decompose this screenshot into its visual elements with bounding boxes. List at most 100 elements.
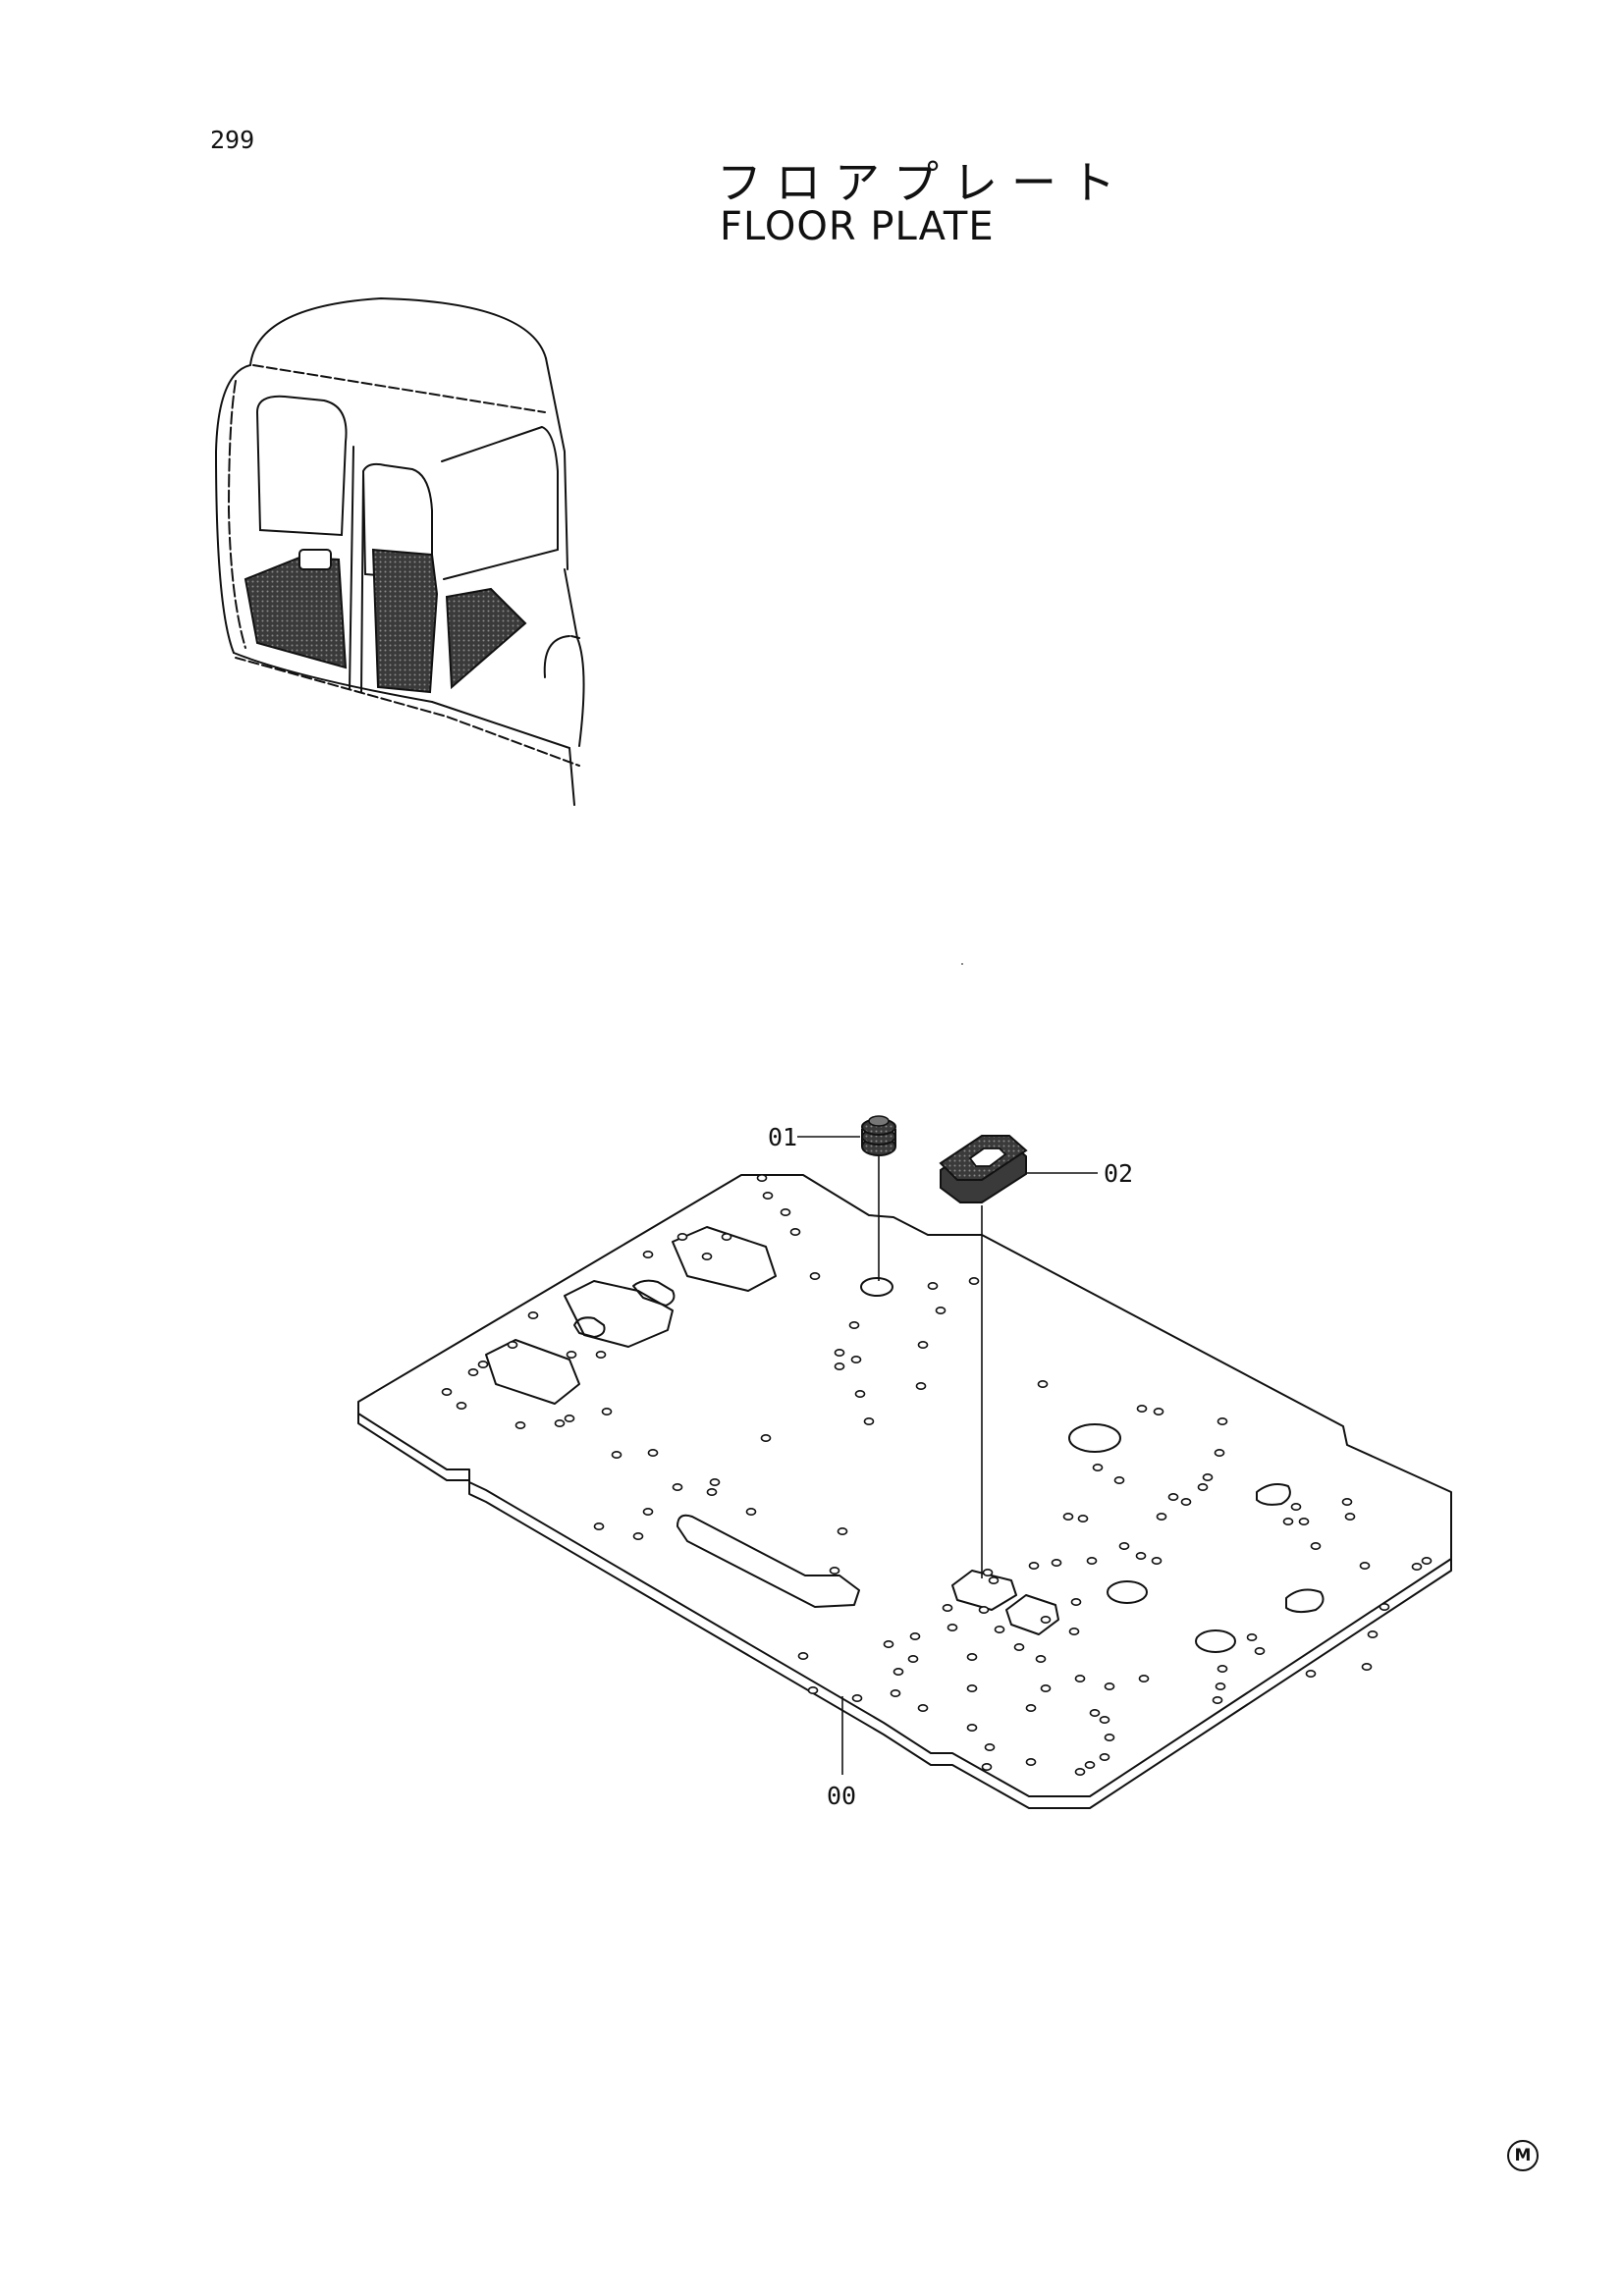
plate-hole [527, 1311, 539, 1320]
plate-hole [1153, 1408, 1164, 1416]
plate-hole [907, 1655, 919, 1664]
floor-plate-drawing [357, 1174, 1452, 1809]
cab-location-icon [214, 296, 585, 806]
plate-hole [1104, 1682, 1115, 1691]
plate-hole [611, 1451, 622, 1460]
plate-hole [1290, 1503, 1302, 1512]
page-title-english: FLOOR PLATE [720, 204, 995, 249]
plate-hole [890, 1689, 901, 1698]
plate-hole [554, 1419, 566, 1428]
plate-hole [756, 1174, 768, 1183]
plate-hole [837, 1527, 848, 1536]
plate-hole [968, 1277, 980, 1286]
corner-mark: M [1507, 2140, 1539, 2171]
plate-hole [1051, 1559, 1062, 1568]
plate-hole [1092, 1464, 1104, 1472]
plate-hole [1167, 1493, 1179, 1502]
plate-hole [1086, 1557, 1098, 1566]
plate-hole [642, 1508, 654, 1517]
plate-hole [1212, 1696, 1223, 1705]
page-title-japanese: フロアプレート [717, 156, 1129, 209]
plate-hole [1118, 1542, 1130, 1551]
plate-hole [706, 1488, 718, 1497]
plate-hole [1062, 1513, 1074, 1522]
plate-hole [1040, 1684, 1052, 1693]
plate-hole [676, 1233, 688, 1242]
plate-hole [507, 1341, 518, 1350]
plate-hole [1367, 1630, 1379, 1639]
plate-hole [988, 1576, 1000, 1585]
plate-hole [982, 1569, 994, 1577]
plate-hole [477, 1361, 489, 1369]
plate-hole [1246, 1633, 1258, 1642]
plate-hole [1135, 1552, 1147, 1561]
plate-hole [1077, 1515, 1089, 1523]
plate-hole [863, 1417, 875, 1426]
plate-hole [566, 1351, 577, 1360]
plate-hole [848, 1321, 860, 1330]
plate-hole [1214, 1449, 1225, 1458]
plate-hole [1099, 1753, 1110, 1762]
plate-hole [1298, 1518, 1310, 1526]
plate-hole [1254, 1647, 1266, 1656]
plate-hole [595, 1351, 607, 1360]
plate-hole [1074, 1675, 1086, 1683]
plate-hole [854, 1390, 866, 1399]
plate-hole [978, 1606, 990, 1615]
plate-hole [721, 1233, 732, 1242]
plate-hole [647, 1449, 659, 1458]
plate-hole [672, 1483, 683, 1492]
plate-hole [1025, 1758, 1037, 1767]
plate-hole [1089, 1709, 1101, 1718]
plate-hole [789, 1228, 801, 1237]
plate-hole [966, 1684, 978, 1693]
plate-hole [745, 1508, 757, 1517]
plate-hole [1025, 1704, 1037, 1713]
round-grommet-icon [861, 1115, 896, 1156]
plate-hole [1028, 1562, 1040, 1571]
plate-hole [1070, 1598, 1082, 1607]
plate-hole [966, 1653, 978, 1662]
plate-hole [797, 1652, 809, 1661]
plate-hole [917, 1704, 929, 1713]
plate-hole [1411, 1563, 1423, 1572]
plate-hole [1040, 1616, 1052, 1625]
plate-hole [935, 1307, 947, 1315]
plate-hole [966, 1724, 978, 1733]
plate-hole [1344, 1513, 1356, 1522]
plate-small-holes [441, 1174, 1433, 1777]
callout-01: 01 [768, 1123, 797, 1151]
plate-hole [1215, 1682, 1226, 1691]
plate-hole [1013, 1643, 1025, 1652]
plate-hole [1217, 1417, 1228, 1426]
plate-hole [1104, 1734, 1115, 1742]
plate-hole [1361, 1663, 1373, 1672]
plate-hole [760, 1434, 772, 1443]
plate-hole [1113, 1476, 1125, 1485]
plate-hole [1138, 1675, 1150, 1683]
plate-hole [927, 1282, 939, 1291]
plate-hole [632, 1532, 644, 1541]
plate-hole [1035, 1655, 1047, 1664]
cab-floor-highlight [243, 548, 527, 694]
plate-hole [601, 1408, 613, 1416]
plate-hole [701, 1253, 713, 1261]
plate-hole [1379, 1603, 1390, 1612]
plate-hole [893, 1668, 904, 1677]
plate-hole [883, 1640, 894, 1649]
plate-hole [1305, 1670, 1317, 1679]
plate-hole [1084, 1761, 1096, 1770]
plate-hole [1217, 1665, 1228, 1674]
plate-hole [829, 1567, 840, 1575]
plate-hole [642, 1251, 654, 1259]
plate-hole [1099, 1716, 1110, 1725]
plate-hole [984, 1743, 996, 1752]
plate-hole [1197, 1483, 1209, 1492]
plate-hole [564, 1415, 575, 1423]
plate-hole [994, 1626, 1005, 1634]
plate-hole [1180, 1498, 1192, 1507]
plate-hole [1151, 1557, 1163, 1566]
plate-hole [1156, 1513, 1167, 1522]
